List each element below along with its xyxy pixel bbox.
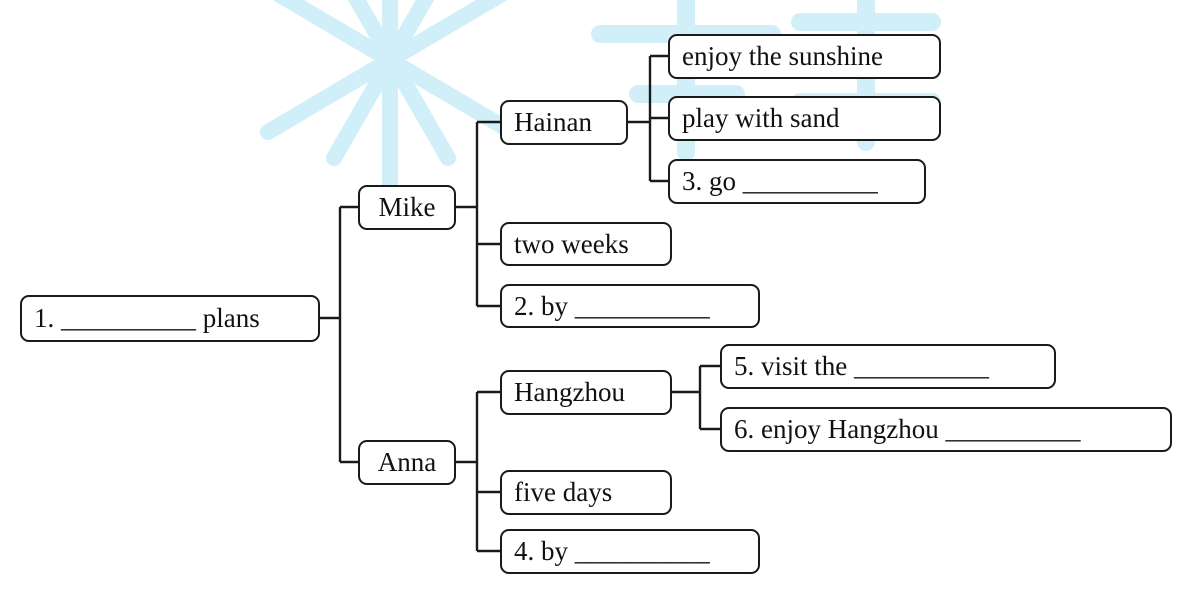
node-hangzhou: Hangzhou	[500, 370, 672, 415]
node-by-blank-mike: 2. by __________	[500, 284, 760, 328]
node-anna: Anna	[358, 440, 456, 485]
node-go-blank: 3. go __________	[668, 159, 926, 204]
node-hainan: Hainan	[500, 100, 628, 145]
node-visit-blank: 5. visit the __________	[720, 344, 1056, 389]
connector-hangzhou-branch	[672, 364, 720, 431]
watermark-snowflake	[260, 0, 520, 208]
node-root-plans: 1. __________ plans	[20, 295, 320, 342]
node-enjoy-sunshine: enjoy the sunshine	[668, 34, 941, 79]
node-enjoy-hangzhou-blank: 6. enjoy Hangzhou __________	[720, 407, 1172, 452]
connector-anna-branch	[456, 390, 500, 553]
node-five-days: five days	[500, 470, 672, 515]
connector-mike-branch	[456, 120, 500, 308]
node-by-blank-anna: 4. by __________	[500, 529, 760, 574]
node-mike: Mike	[358, 185, 456, 230]
node-play-with-sand: play with sand	[668, 96, 941, 141]
node-two-weeks: two weeks	[500, 222, 672, 266]
connector-root-branch	[320, 205, 358, 464]
connector-hainan-branch	[628, 54, 668, 183]
